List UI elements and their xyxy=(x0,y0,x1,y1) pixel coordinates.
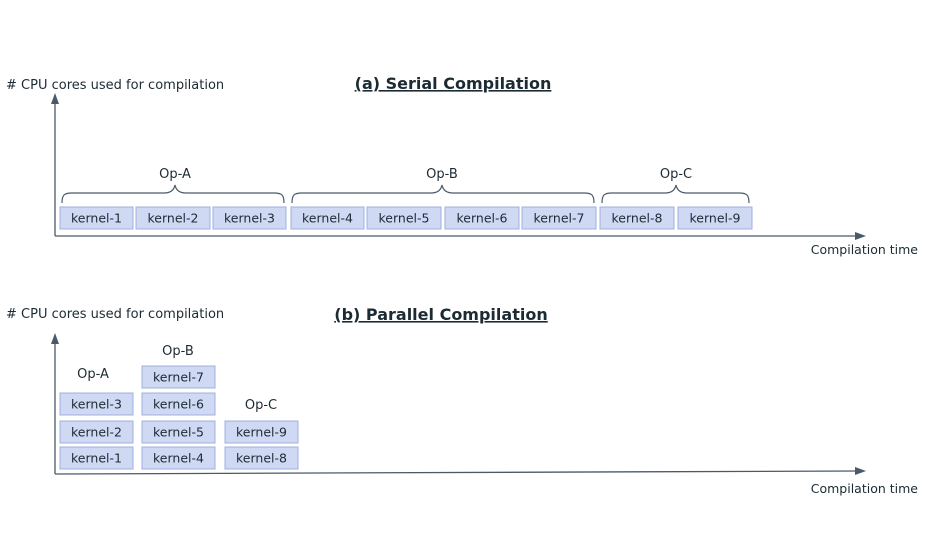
parallel-op-b-label: Op-B xyxy=(162,344,194,359)
serial-kernel-2-label: kernel-2 xyxy=(148,211,199,226)
parallel-kernel-3-label: kernel-3 xyxy=(71,397,122,412)
serial-kernel-6-label: kernel-6 xyxy=(457,211,508,226)
serial-y-axis-arrowhead xyxy=(51,93,59,104)
parallel-panel: # CPU cores used for compilation (b) Par… xyxy=(6,305,918,496)
serial-y-axis-label: # CPU cores used for compilation xyxy=(6,78,224,93)
serial-kernel-7: kernel-7 xyxy=(521,206,597,230)
serial-op-b-brace xyxy=(291,184,595,204)
parallel-x-axis-arrowhead xyxy=(855,467,866,475)
serial-kernel-5: kernel-5 xyxy=(366,206,442,230)
parallel-kernel-7: kernel-7 xyxy=(141,365,216,389)
serial-kernel-3-label: kernel-3 xyxy=(224,211,275,226)
serial-kernel-4-label: kernel-4 xyxy=(302,211,353,226)
parallel-kernel-4: kernel-4 xyxy=(141,446,216,470)
parallel-kernel-3: kernel-3 xyxy=(59,392,134,416)
serial-op-c-brace xyxy=(601,184,750,204)
serial-kernel-8: kernel-8 xyxy=(599,206,675,230)
parallel-kernel-9: kernel-9 xyxy=(224,420,299,444)
parallel-kernel-5-label: kernel-5 xyxy=(153,425,204,440)
parallel-kernel-5: kernel-5 xyxy=(141,420,216,444)
parallel-y-axis-label: # CPU cores used for compilation xyxy=(6,307,224,322)
parallel-kernel-2: kernel-2 xyxy=(59,420,134,444)
serial-kernel-9-label: kernel-9 xyxy=(690,211,741,226)
parallel-kernel-1: kernel-1 xyxy=(59,446,134,470)
serial-op-a-label: Op-A xyxy=(159,167,191,182)
parallel-kernel-9-label: kernel-9 xyxy=(236,425,287,440)
parallel-title: (b) Parallel Compilation xyxy=(334,305,547,324)
parallel-kernel-6-label: kernel-6 xyxy=(153,397,204,412)
serial-kernel-8-label: kernel-8 xyxy=(612,211,663,226)
serial-kernel-1: kernel-1 xyxy=(59,206,134,230)
serial-kernel-1-label: kernel-1 xyxy=(71,211,122,226)
parallel-x-axis xyxy=(54,470,859,475)
serial-kernel-7-label: kernel-7 xyxy=(534,211,585,226)
parallel-kernel-7-label: kernel-7 xyxy=(153,370,204,385)
serial-kernel-5-label: kernel-5 xyxy=(379,211,430,226)
parallel-kernel-6: kernel-6 xyxy=(141,392,216,416)
parallel-kernel-2-label: kernel-2 xyxy=(71,425,122,440)
serial-kernel-6: kernel-6 xyxy=(444,206,520,230)
serial-panel: # CPU cores used for compilation (a) Ser… xyxy=(6,74,918,257)
parallel-x-axis-label: Compilation time xyxy=(811,481,919,496)
serial-op-a-brace xyxy=(61,184,285,204)
parallel-kernel-1-label: kernel-1 xyxy=(71,451,122,466)
serial-kernel-9: kernel-9 xyxy=(677,206,753,230)
parallel-op-c-label: Op-C xyxy=(245,398,277,413)
serial-op-c-label: Op-C xyxy=(660,167,692,182)
parallel-kernel-8-label: kernel-8 xyxy=(236,451,287,466)
serial-kernel-4: kernel-4 xyxy=(290,206,365,230)
serial-kernel-3: kernel-3 xyxy=(212,206,287,230)
parallel-y-axis-arrowhead xyxy=(51,333,59,344)
serial-kernel-2: kernel-2 xyxy=(135,206,211,230)
serial-op-b-label: Op-B xyxy=(426,167,458,182)
serial-x-axis-arrowhead xyxy=(855,232,866,240)
serial-x-axis-label: Compilation time xyxy=(811,242,919,257)
serial-title: (a) Serial Compilation xyxy=(355,74,552,93)
parallel-kernel-4-label: kernel-4 xyxy=(153,451,204,466)
parallel-kernel-8: kernel-8 xyxy=(224,446,299,470)
parallel-op-a-label: Op-A xyxy=(77,367,109,382)
